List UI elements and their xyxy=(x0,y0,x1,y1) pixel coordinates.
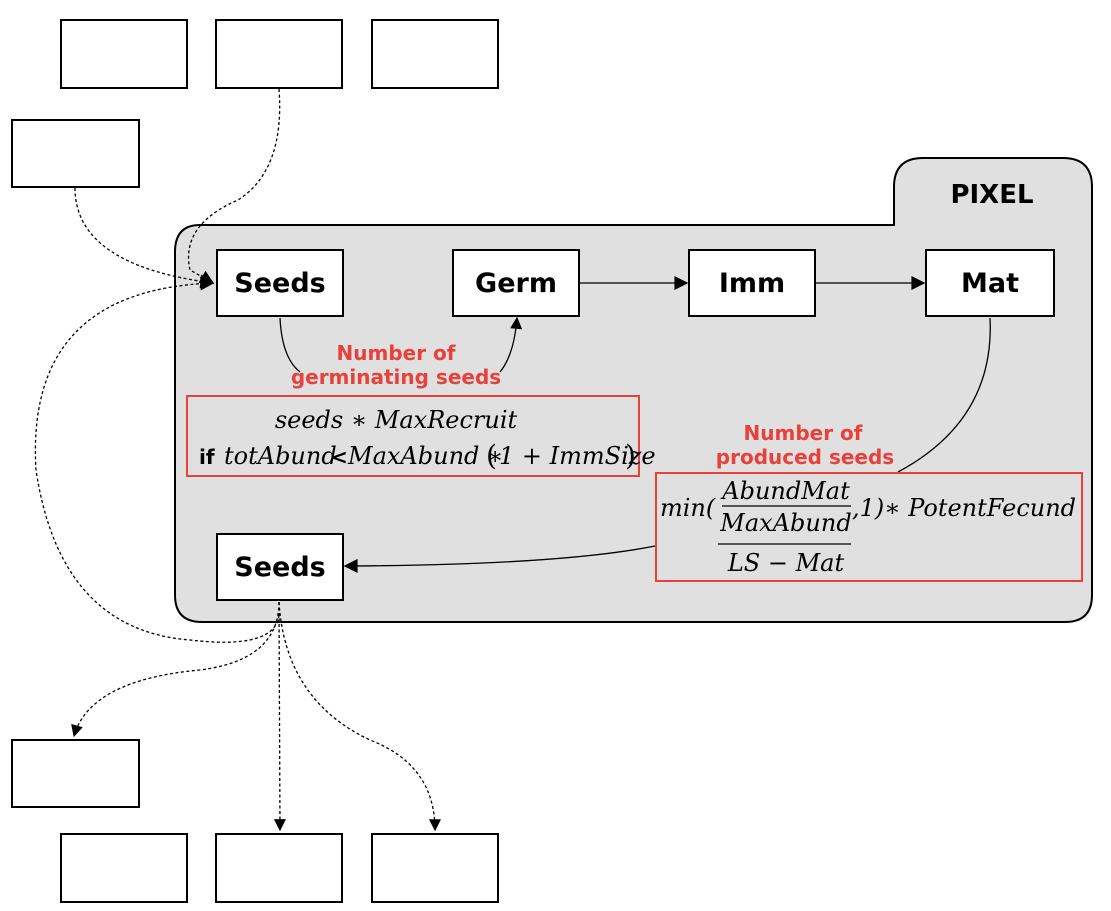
production-label-line2: produced seeds xyxy=(716,445,894,469)
stage-imm: Imm xyxy=(688,249,816,317)
production-formula: min( AbundMat MaxAbund ,1)∗ PotentFecund… xyxy=(655,472,1083,582)
stage-seeds-top-label: Seeds xyxy=(234,268,325,299)
arrow-production-to-seeds xyxy=(343,545,656,573)
dispersal-in-from-top xyxy=(187,88,281,284)
germination-formula-right: MaxAbund ∗ xyxy=(347,442,503,470)
germination-label-line1: Number of xyxy=(337,341,456,365)
neighbor-box-bottom-3 xyxy=(371,833,499,903)
arc-germination-to-germ xyxy=(499,316,523,373)
germination-formula-box xyxy=(186,395,640,477)
germination-formula-paren-open: ( xyxy=(486,439,497,472)
stage-germ: Germ xyxy=(452,249,580,317)
germination-formula-op: < xyxy=(331,445,348,469)
stage-mat-label: Mat xyxy=(961,268,1019,299)
dispersal-out-bottom-3 xyxy=(278,601,441,832)
production-formula-tail: ,1)∗ PotentFecund xyxy=(852,494,1076,522)
neighbor-box-left xyxy=(11,119,140,188)
neighbor-box-bottom-1 xyxy=(60,833,188,903)
production-formula-numerator: AbundMat xyxy=(720,477,850,505)
dispersal-loop-to-seeds xyxy=(34,276,280,643)
production-formula-outer-denominator: LS − Mat xyxy=(727,549,845,577)
neighbor-box-top-3 xyxy=(371,19,499,89)
dispersal-in-from-left xyxy=(74,187,215,289)
production-formula-box xyxy=(655,472,1083,582)
arc-mat-to-production xyxy=(897,317,991,473)
germination-label-line2: germinating seeds xyxy=(291,365,501,389)
germination-formula-paren-close: ) xyxy=(625,439,636,472)
production-formula-denominator: MaxAbund xyxy=(719,509,851,537)
production-formula-min: min( xyxy=(660,494,716,522)
stage-mat: Mat xyxy=(925,249,1055,317)
germination-formula-if: if xyxy=(199,445,215,469)
germination-formula-left: totAbund xyxy=(224,442,337,470)
pixel-container xyxy=(174,157,1093,623)
stage-imm-label: Imm xyxy=(719,268,785,299)
neighbor-box-bottom-left xyxy=(11,739,140,808)
neighbor-box-top-1 xyxy=(60,19,188,89)
germination-formula-paren-content: 1 + ImmSize xyxy=(499,442,656,470)
stage-seeds-bottom-label: Seeds xyxy=(234,552,325,583)
neighbor-box-bottom-2 xyxy=(215,833,343,903)
arc-seeds-germination-start xyxy=(279,317,301,373)
germination-formula-line1: seeds ∗ MaxRecruit xyxy=(275,406,518,434)
dispersal-out-bottom-left xyxy=(71,601,280,738)
stage-seeds-top: Seeds xyxy=(216,249,344,317)
stage-germ-label: Germ xyxy=(475,268,557,299)
dispersal-out-bottom-2 xyxy=(273,601,286,832)
neighbor-box-top-2 xyxy=(215,19,343,89)
germination-formula: seeds ∗ MaxRecruit if totAbund < MaxAbun… xyxy=(186,395,656,477)
production-label-line1: Number of xyxy=(744,421,863,445)
pixel-title: PIXEL xyxy=(950,180,1033,210)
stage-seeds-bottom: Seeds xyxy=(216,533,344,601)
